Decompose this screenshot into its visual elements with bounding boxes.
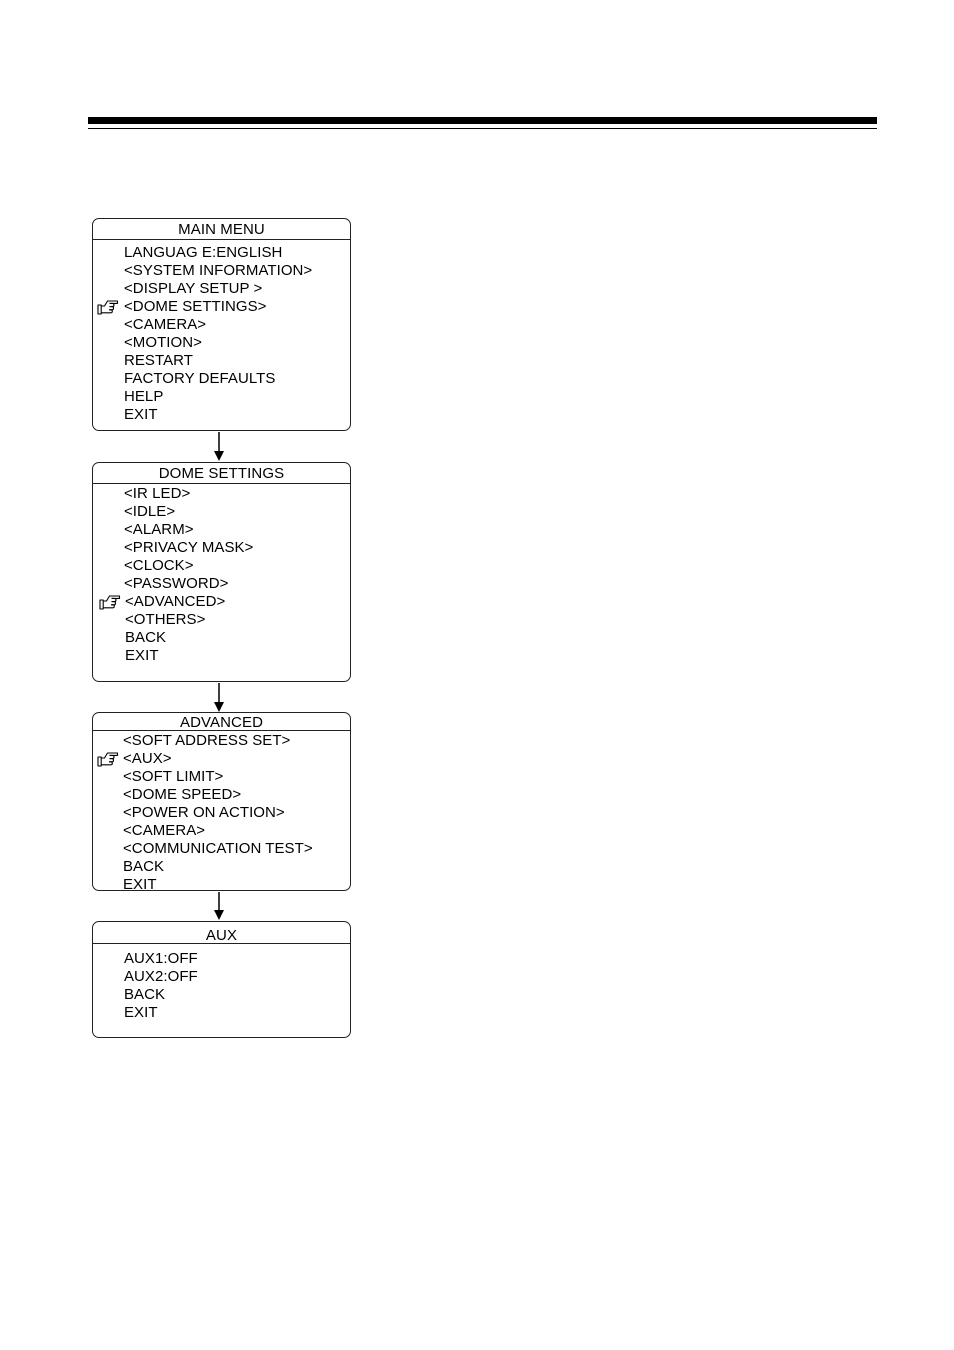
menu-item-alarm[interactable]: <ALARM>	[124, 521, 194, 538]
advanced-title: ADVANCED	[93, 713, 350, 731]
menu-item-dome-settings[interactable]: <DOME SETTINGS>	[124, 298, 267, 315]
menu-item-camera[interactable]: <CAMERA>	[123, 822, 206, 839]
arrow-down-icon	[214, 432, 224, 461]
menu-item-factory-defaults[interactable]: FACTORY DEFAULTS	[124, 370, 276, 387]
menu-item-others[interactable]: <OTHERS>	[125, 611, 206, 628]
menu-item-advanced[interactable]: <ADVANCED>	[125, 593, 226, 610]
pointing-hand-icon	[97, 299, 119, 315]
aux-panel: AUX AUX1:OFF AUX2:OFF BACK EXIT	[92, 921, 351, 1038]
menu-item-communication-test[interactable]: <COMMUNICATION TEST>	[123, 840, 313, 857]
arrow-down-icon	[214, 892, 224, 920]
menu-item-exit[interactable]: EXIT	[123, 876, 157, 893]
menu-item-exit[interactable]: EXIT	[124, 1004, 158, 1021]
menu-item-exit[interactable]: EXIT	[124, 406, 158, 423]
menu-item-aux1[interactable]: AUX1:OFF	[124, 950, 198, 967]
main-menu-panel: MAIN MENU LANGUAG E:ENGLISH <SYSTEM INFO…	[92, 218, 351, 431]
menu-item-clock[interactable]: <CLOCK>	[124, 557, 194, 574]
menu-item-password[interactable]: <PASSWORD>	[124, 575, 229, 592]
dome-settings-title: DOME SETTINGS	[93, 463, 350, 484]
menu-item-back[interactable]: BACK	[123, 858, 165, 875]
menu-item-power-on-action[interactable]: <POWER ON ACTION>	[123, 804, 285, 821]
menu-item-restart[interactable]: RESTART	[124, 352, 193, 369]
main-menu-title: MAIN MENU	[93, 219, 350, 240]
menu-item-camera[interactable]: <CAMERA>	[124, 316, 207, 333]
menu-item-ir-led[interactable]: <IR LED>	[124, 485, 191, 502]
arrow-down-icon	[214, 683, 224, 712]
advanced-panel: ADVANCED <SOFT ADDRESS SET> <AUX> <SOFT …	[92, 712, 351, 893]
pointing-hand-icon	[97, 751, 119, 767]
menu-item-soft-address-set[interactable]: <SOFT ADDRESS SET>	[123, 732, 291, 749]
menu-item-system-information[interactable]: <SYSTEM INFORMATION>	[124, 262, 313, 279]
menu-item-back[interactable]: BACK	[125, 629, 167, 646]
aux-title: AUX	[93, 922, 350, 944]
menu-item-idle[interactable]: <IDLE>	[124, 503, 176, 520]
menu-item-language[interactable]: LANGUAG E:ENGLISH	[124, 244, 283, 261]
menu-item-back[interactable]: BACK	[124, 986, 166, 1003]
menu-item-aux2[interactable]: AUX2:OFF	[124, 968, 198, 985]
menu-item-help[interactable]: HELP	[124, 388, 164, 405]
pointing-hand-icon	[99, 594, 121, 610]
menu-item-aux[interactable]: <AUX>	[123, 750, 172, 767]
menu-item-exit[interactable]: EXIT	[125, 647, 159, 664]
menu-item-privacy-mask[interactable]: <PRIVACY MASK>	[124, 539, 254, 556]
header-rule-thick	[88, 117, 877, 124]
dome-settings-panel: DOME SETTINGS <IR LED> <IDLE> <ALARM> <P…	[92, 462, 351, 682]
menu-item-motion[interactable]: <MOTION>	[124, 334, 202, 351]
menu-item-soft-limit[interactable]: <SOFT LIMIT>	[123, 768, 224, 785]
header-rule-thin	[88, 128, 877, 129]
menu-item-dome-speed[interactable]: <DOME SPEED>	[123, 786, 242, 803]
menu-item-display-setup[interactable]: <DISPLAY SETUP >	[124, 280, 263, 297]
